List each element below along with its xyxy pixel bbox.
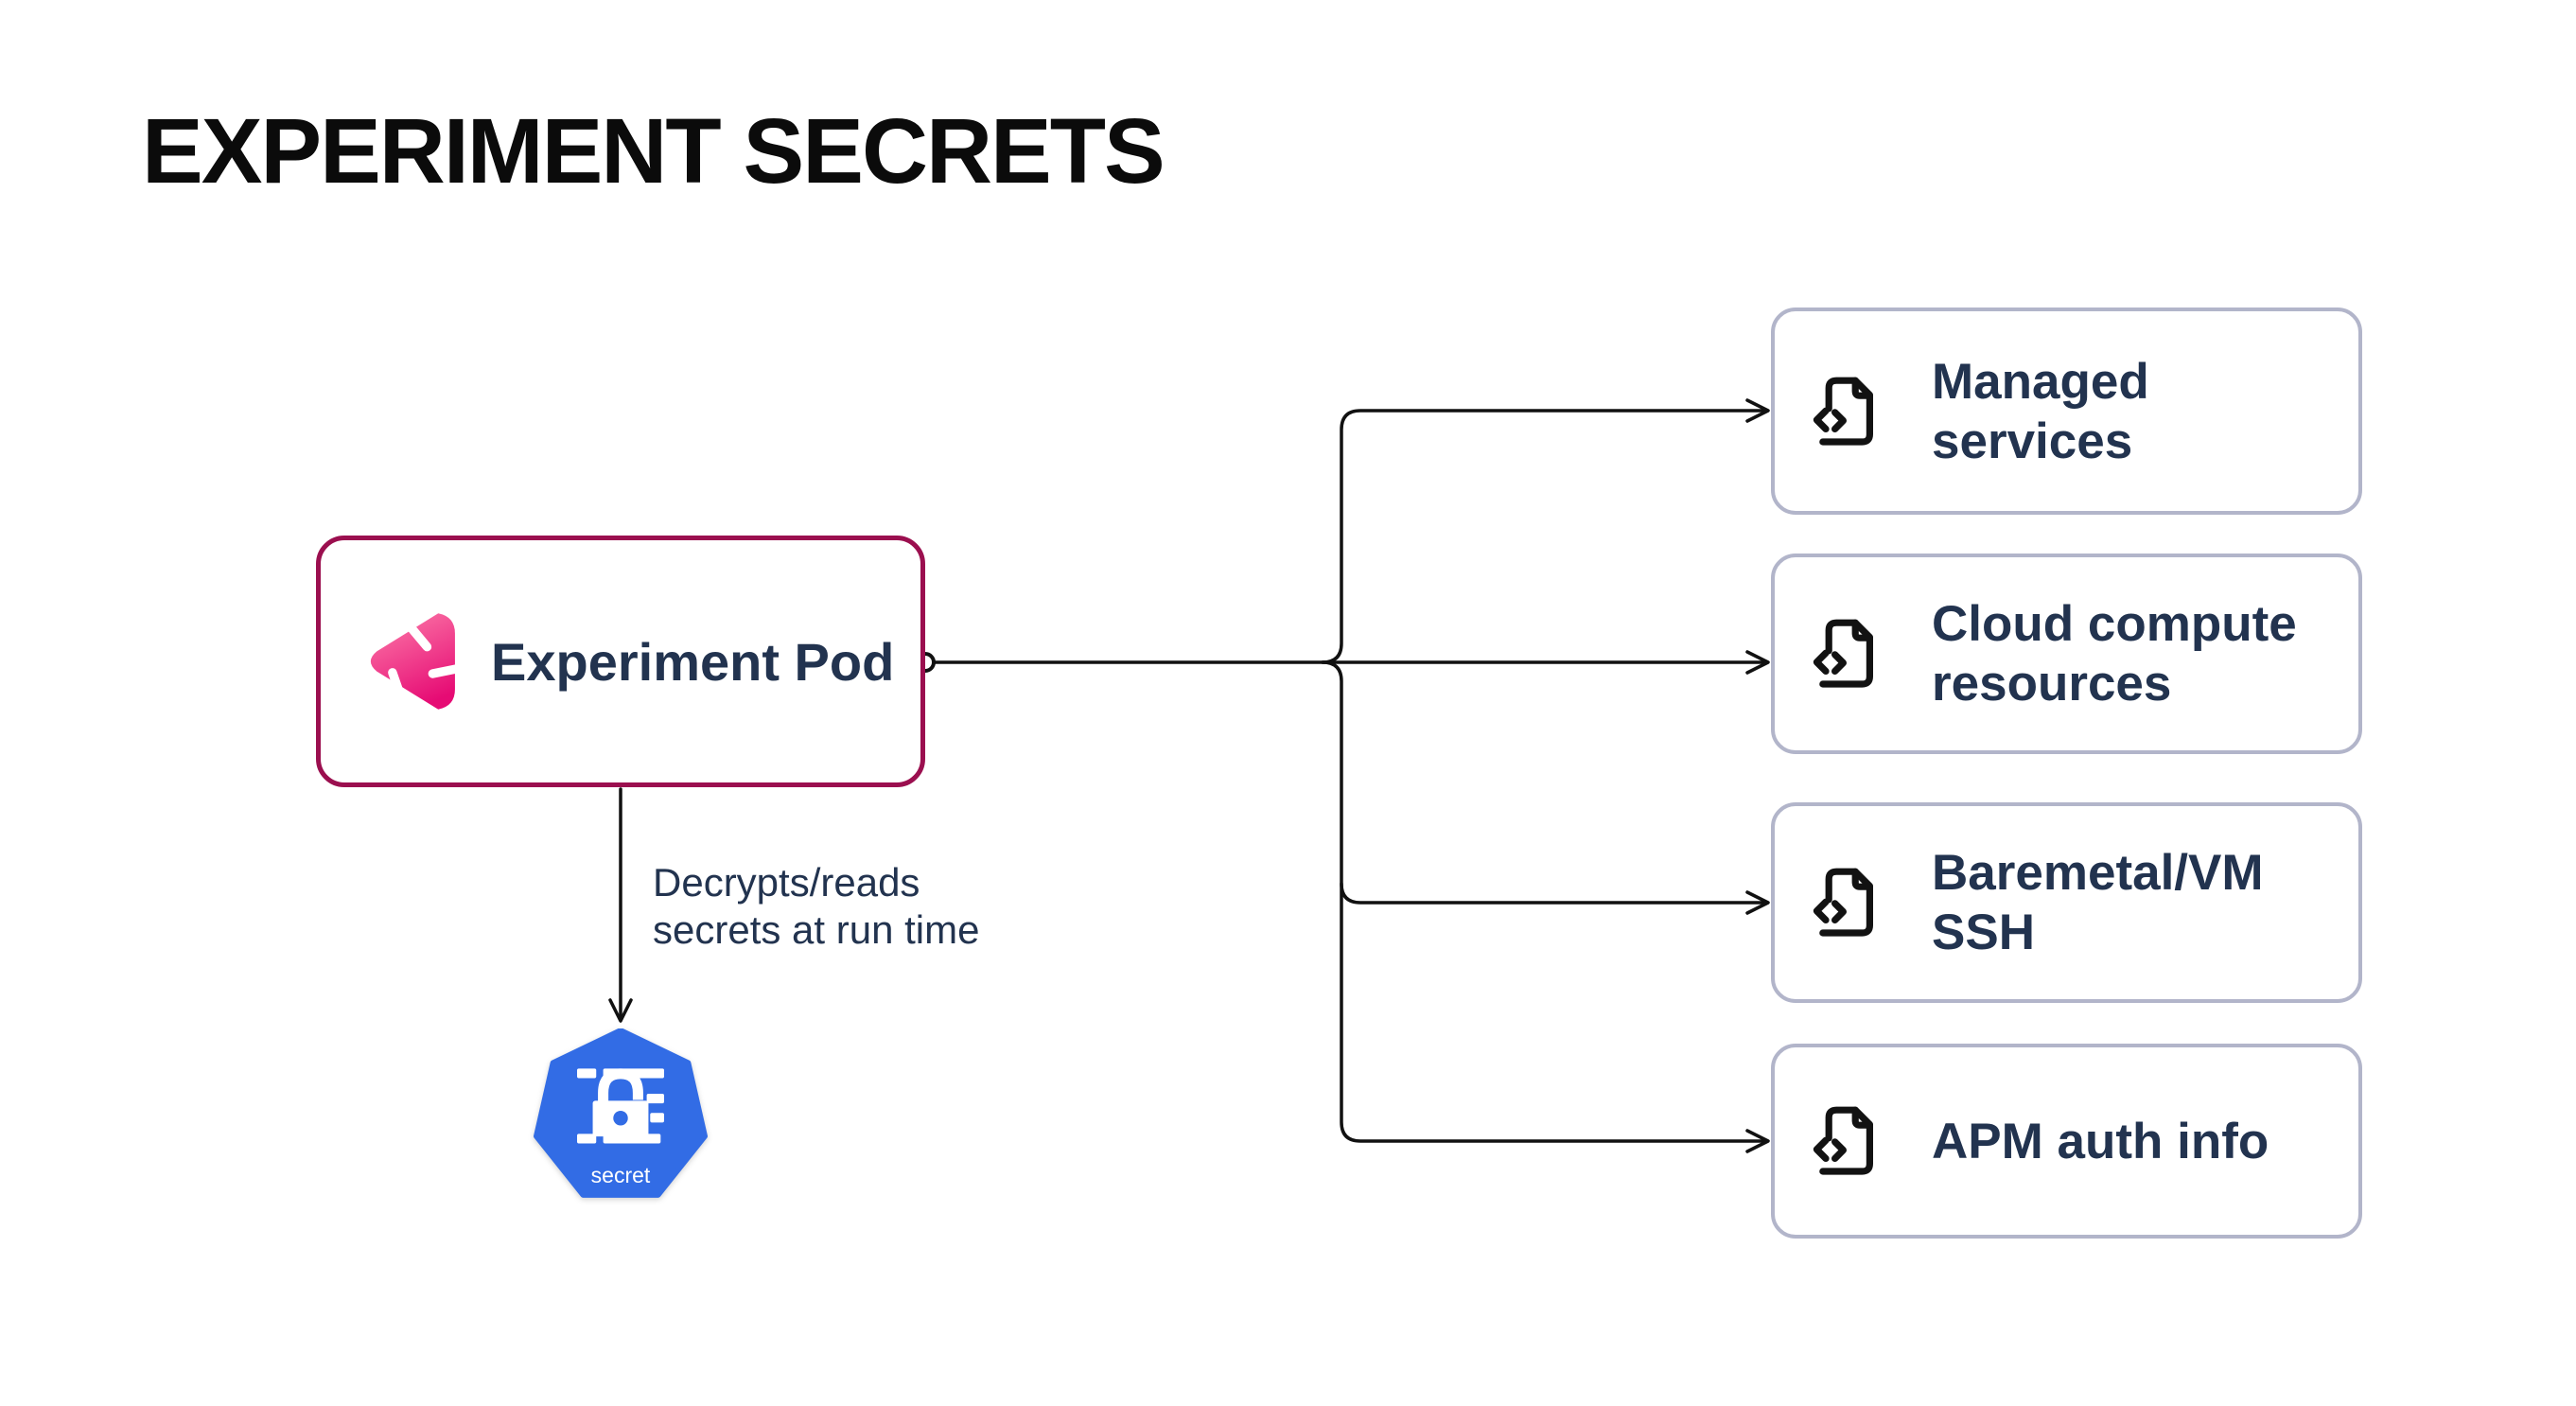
target-label-line2: resources [1932, 656, 2172, 712]
target-label-line1: APM auth info [1932, 1113, 2269, 1169]
arrowhead-cloud-compute [1745, 650, 1770, 675]
target-node-baremetal-vm-ssh: Baremetal/VM SSH [1771, 802, 2362, 1003]
target-node-apm-auth-info: APM auth info [1771, 1044, 2362, 1239]
experiment-pod-node: Experiment Pod [316, 536, 925, 787]
connector-branch-baremetal [1340, 882, 1769, 905]
file-code-icon [1813, 1106, 1873, 1175]
connector-branch-down [1321, 660, 1769, 1143]
experiment-pod-label: Experiment Pod [491, 631, 895, 692]
kubernetes-secret-icon: secret [534, 1028, 708, 1198]
arrowhead-secret [608, 998, 633, 1023]
target-label-line1: Cloud compute [1932, 596, 2297, 652]
target-label: Baremetal/VM SSH [1932, 843, 2264, 962]
secret-label: secret [591, 1163, 651, 1187]
edge-label-line1: Decrypts/reads [653, 860, 920, 905]
arrowhead-apm-auth [1745, 1129, 1770, 1153]
target-label-line1: Managed [1932, 353, 2149, 410]
arrowhead-managed-services [1745, 398, 1770, 423]
file-code-icon [1813, 619, 1873, 688]
target-label-line2: SSH [1932, 905, 2035, 960]
target-label-line2: services [1932, 413, 2133, 469]
connector-branch-up [1321, 409, 1769, 664]
file-code-icon [1813, 377, 1873, 446]
page-title: EXPERIMENT SECRETS [142, 99, 1165, 202]
litmus-chaos-logo-icon [370, 613, 471, 710]
target-node-cloud-compute: Cloud compute resources [1771, 554, 2362, 754]
target-label: APM auth info [1932, 1112, 2269, 1171]
kubernetes-secret-node: secret [534, 1028, 708, 1203]
edge-label-line2: secrets at run time [653, 907, 980, 952]
file-code-icon [1813, 868, 1873, 937]
target-label: Cloud compute resources [1932, 594, 2297, 713]
target-label-line1: Baremetal/VM [1932, 845, 2264, 901]
target-label: Managed services [1932, 352, 2149, 471]
target-node-managed-services: Managed services [1771, 308, 2362, 515]
edge-label: Decrypts/reads secrets at run time [653, 859, 979, 954]
arrowhead-baremetal [1745, 890, 1770, 915]
